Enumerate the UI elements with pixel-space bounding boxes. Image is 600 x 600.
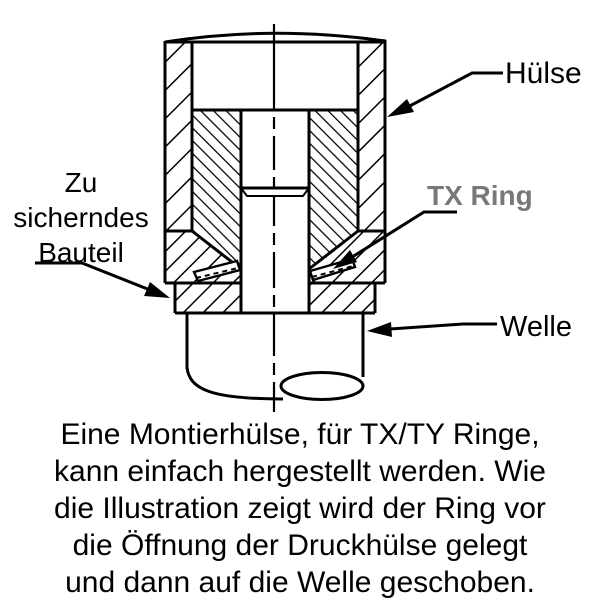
secured-component-plate	[173, 281, 377, 315]
caption-line-3: die Illustration zeigt wird der Ring vor	[54, 492, 546, 525]
bore-step	[239, 186, 311, 197]
leader-arrow-welle	[367, 322, 497, 337]
caption-line-4: die Öffnung der Druckhülse gelegt	[72, 529, 528, 562]
leader-arrow-bauteil	[35, 261, 170, 298]
label-welle: Welle	[500, 311, 572, 343]
shaft-welle	[185, 313, 365, 401]
label-zu-sicherndes-bauteil: Zu sicherndes Bauteil	[5, 165, 157, 270]
label-huelse: Hülse	[505, 57, 582, 90]
caption: Eine Montierhülse, für TX/TY Ringe, kann…	[0, 416, 600, 600]
leader-arrow-huelse	[387, 71, 503, 117]
label-bauteil-line1: Zu	[64, 167, 98, 198]
caption-line-5: und dann auf die Welle geschoben.	[65, 566, 535, 599]
label-tx-ring: TX Ring	[427, 180, 533, 211]
leader-arrow-tx-ring	[333, 210, 457, 269]
caption-line-1: Eine Montierhülse, für TX/TY Ringe,	[60, 418, 540, 451]
caption-line-2: kann einfach hergestellt werden. Wie	[54, 455, 546, 488]
label-bauteil-line2: sicherndes	[13, 202, 149, 233]
label-bauteil-line3: Bauteil	[38, 237, 124, 268]
pressure-sleeve-druckhuelse	[191, 108, 359, 313]
